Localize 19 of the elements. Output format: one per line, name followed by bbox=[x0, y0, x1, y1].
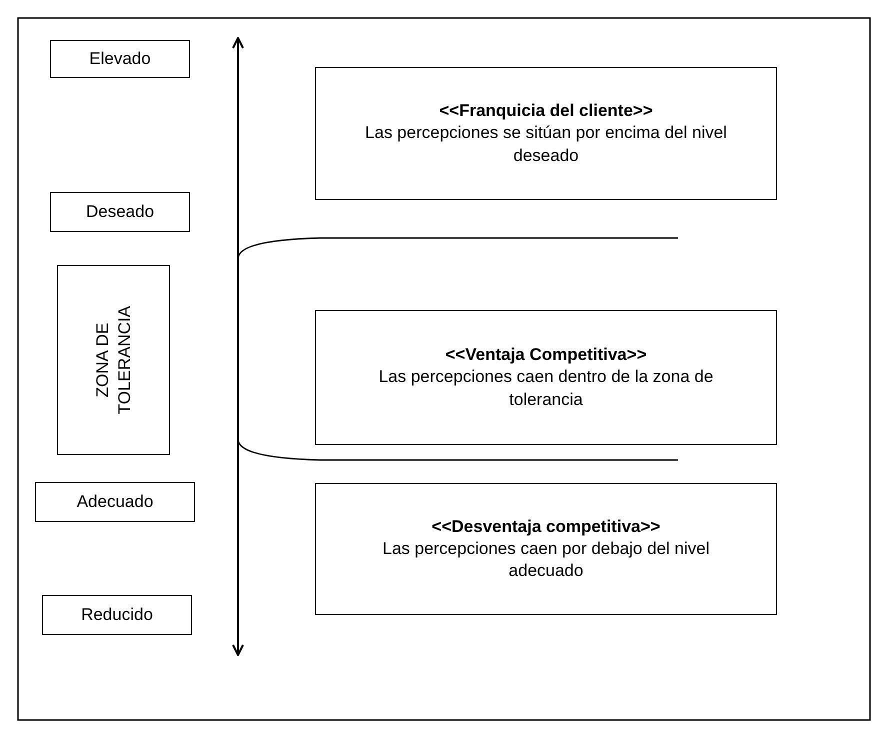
zone-box bbox=[57, 265, 170, 455]
category-description: Las percepciones caen por debajo del nivel adecuado bbox=[381, 538, 710, 582]
category-description: Las percepciones caen dentro de la zona de tolerancia bbox=[378, 366, 714, 411]
zone-label: ZONA DE TOLERANCIA bbox=[91, 304, 134, 416]
level-label: Reducido bbox=[81, 604, 153, 626]
level-box bbox=[50, 40, 190, 78]
category-heading: <<Ventaja Competitiva>> bbox=[445, 344, 647, 366]
category-box bbox=[315, 310, 777, 445]
category-heading: <<Desventaja competitiva>> bbox=[432, 516, 660, 538]
level-box bbox=[50, 192, 190, 232]
category-description: Las percepciones se sitúan por encima del nivel deseado bbox=[364, 122, 728, 167]
category-box bbox=[315, 483, 777, 615]
level-label: Deseado bbox=[86, 200, 154, 223]
category-box bbox=[315, 67, 777, 200]
level-label: Adecuado bbox=[76, 490, 154, 513]
category-heading: <<Franquicia del cliente>> bbox=[439, 100, 653, 122]
level-label: Elevado bbox=[89, 48, 151, 70]
level-box bbox=[42, 595, 192, 635]
level-box bbox=[35, 482, 195, 522]
